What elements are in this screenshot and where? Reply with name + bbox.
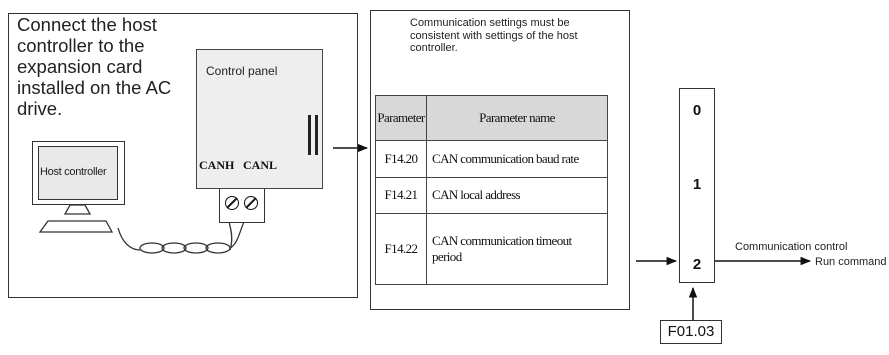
parameter-f0103-box: F01.03 [660,320,722,344]
selector-value: 0 [692,102,702,119]
canl-label: CANL [243,158,278,172]
run-command-label: Run command [815,256,887,268]
communication-control-label: Communication control [735,241,848,253]
table-header-row: Parameter Parameter name [375,95,608,141]
parameter-code: F14.20 [375,140,427,178]
host-controller-label: Host controller [40,166,107,178]
table-row: F14.22 CAN communication timeout period [375,213,608,285]
panel-slot-bar [308,115,311,155]
parameter-name: CAN local address [426,176,608,215]
canl-terminal-icon [244,196,258,210]
settings-panel [370,10,630,310]
parameter-table: Parameter Parameter name F14.20 CAN comm… [375,95,608,285]
monitor-stand [63,204,92,215]
control-panel-label: Control panel [206,64,278,78]
parameter-name: CAN communication timeout period [426,213,608,285]
settings-note: Communication settings must be consisten… [410,17,578,54]
connection-instruction: Connect the host controller to the expan… [17,14,172,119]
host-connection-panel [8,13,358,298]
parameter-name: CAN communication baud rate [426,140,608,178]
canh-terminal-icon [225,196,239,210]
panel-slot-bar [315,115,318,155]
monitor-screen [38,146,118,200]
selector-value: 1 [692,176,702,193]
parameter-code: F14.22 [375,213,427,285]
table-row: F14.20 CAN communication baud rate [375,140,608,178]
selector-value: 2 [692,256,702,273]
canh-label: CANH [199,158,235,172]
column-header: Parameter [375,95,427,141]
column-header: Parameter name [426,95,608,141]
table-row: F14.21 CAN local address [375,176,608,215]
command-source-selector [679,88,715,283]
control-panel-box [196,49,323,189]
keyboard [38,220,114,233]
can-cable [117,227,141,251]
parameter-code: F14.21 [375,176,427,215]
